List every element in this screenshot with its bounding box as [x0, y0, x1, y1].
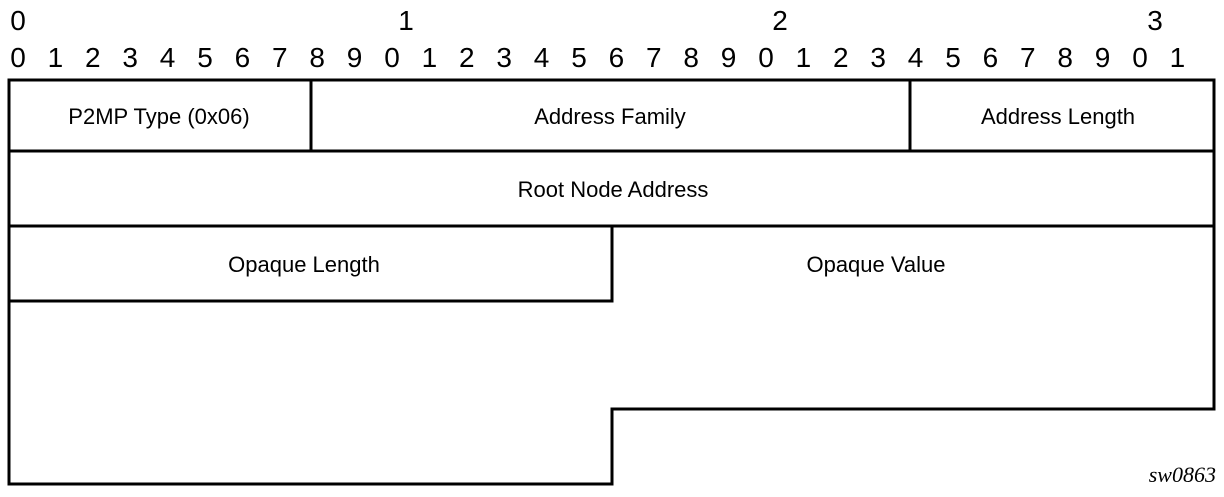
bit-digit-11: 1 — [422, 42, 438, 73]
bit-digit-27: 7 — [1020, 42, 1036, 73]
field-address-family: Address Family — [534, 104, 686, 129]
bit-digit-28: 8 — [1057, 42, 1073, 73]
bit-digit-17: 7 — [646, 42, 662, 73]
field-p2mp-type: P2MP Type (0x06) — [68, 104, 249, 129]
bit-digit-25: 5 — [945, 42, 961, 73]
bit-digit-20: 0 — [758, 42, 774, 73]
bit-digit-14: 4 — [534, 42, 550, 73]
bit-digit-0: 0 — [10, 42, 26, 73]
tens-digit-3: 3 — [1147, 5, 1163, 36]
bit-digit-2: 2 — [85, 42, 101, 73]
bit-digit-13: 3 — [496, 42, 512, 73]
bit-digit-10: 0 — [384, 42, 400, 73]
field-opaque-length: Opaque Length — [228, 252, 380, 277]
bit-digit-15: 5 — [571, 42, 587, 73]
bit-digit-7: 7 — [272, 42, 288, 73]
field-labels: P2MP Type (0x06) Address Family Address … — [68, 104, 1135, 277]
opaque-value-stepped-bottom — [7, 407, 1216, 486]
figure-id: sw0863 — [1149, 462, 1216, 487]
bit-digit-22: 2 — [833, 42, 849, 73]
tens-digit-2: 2 — [772, 5, 788, 36]
bit-digit-8: 8 — [309, 42, 325, 73]
bit-digit-9: 9 — [347, 42, 363, 73]
bit-digit-26: 6 — [983, 42, 999, 73]
field-root-node-address: Root Node Address — [518, 177, 709, 202]
field-opaque-value: Opaque Value — [806, 252, 945, 277]
bit-digit-21: 1 — [796, 42, 812, 73]
bit-digit-29: 9 — [1095, 42, 1111, 73]
bit-digit-16: 6 — [609, 42, 625, 73]
bit-digit-23: 3 — [870, 42, 886, 73]
bit-digit-30: 0 — [1132, 42, 1148, 73]
bit-digit-1: 1 — [48, 42, 64, 73]
bit-digit-12: 2 — [459, 42, 475, 73]
bit-digit-31: 1 — [1170, 42, 1186, 73]
field-address-length: Address Length — [981, 104, 1135, 129]
packet-outline — [7, 78, 1216, 486]
tens-digit-1: 1 — [398, 5, 414, 36]
bit-digit-19: 9 — [721, 42, 737, 73]
bit-digit-6: 6 — [235, 42, 251, 73]
tens-digit-row: 0 1 2 3 — [10, 5, 1163, 36]
bit-digit-24: 4 — [908, 42, 924, 73]
tens-digit-0: 0 — [10, 5, 26, 36]
bit-digit-4: 4 — [160, 42, 176, 73]
bit-digit-18: 8 — [683, 42, 699, 73]
bit-digit-3: 3 — [122, 42, 138, 73]
bit-digit-5: 5 — [197, 42, 213, 73]
